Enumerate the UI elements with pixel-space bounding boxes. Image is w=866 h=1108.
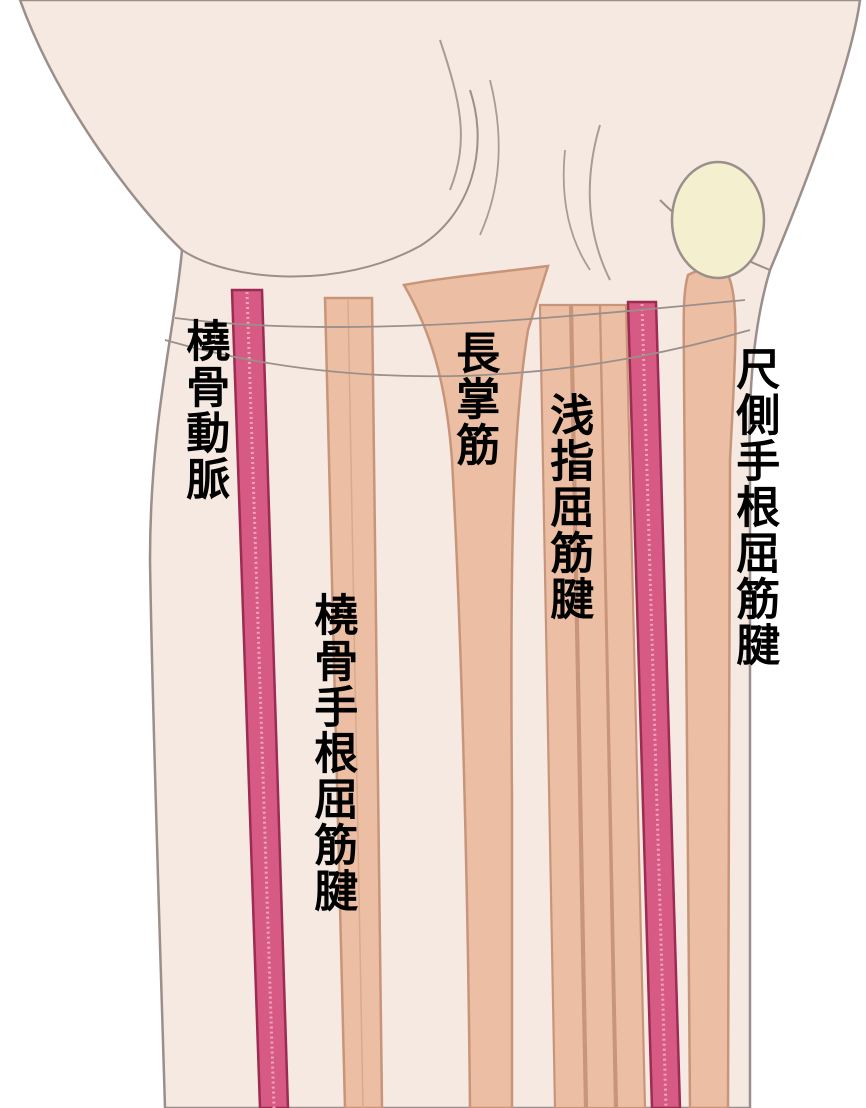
pisiform-bone [672,162,764,278]
label-flexor-carpi-radialis-tendon: 橈骨手根屈筋腱 [308,592,354,914]
label-flexor-carpi-ulnaris-tendon: 尺側手根屈筋腱 [730,346,776,668]
label-radial-artery: 橈骨動脈 [180,318,226,502]
label-palmaris-longus: 長掌筋 [450,330,496,468]
label-flexor-digitorum-superficialis-tendon: 浅指屈筋腱 [544,392,590,622]
